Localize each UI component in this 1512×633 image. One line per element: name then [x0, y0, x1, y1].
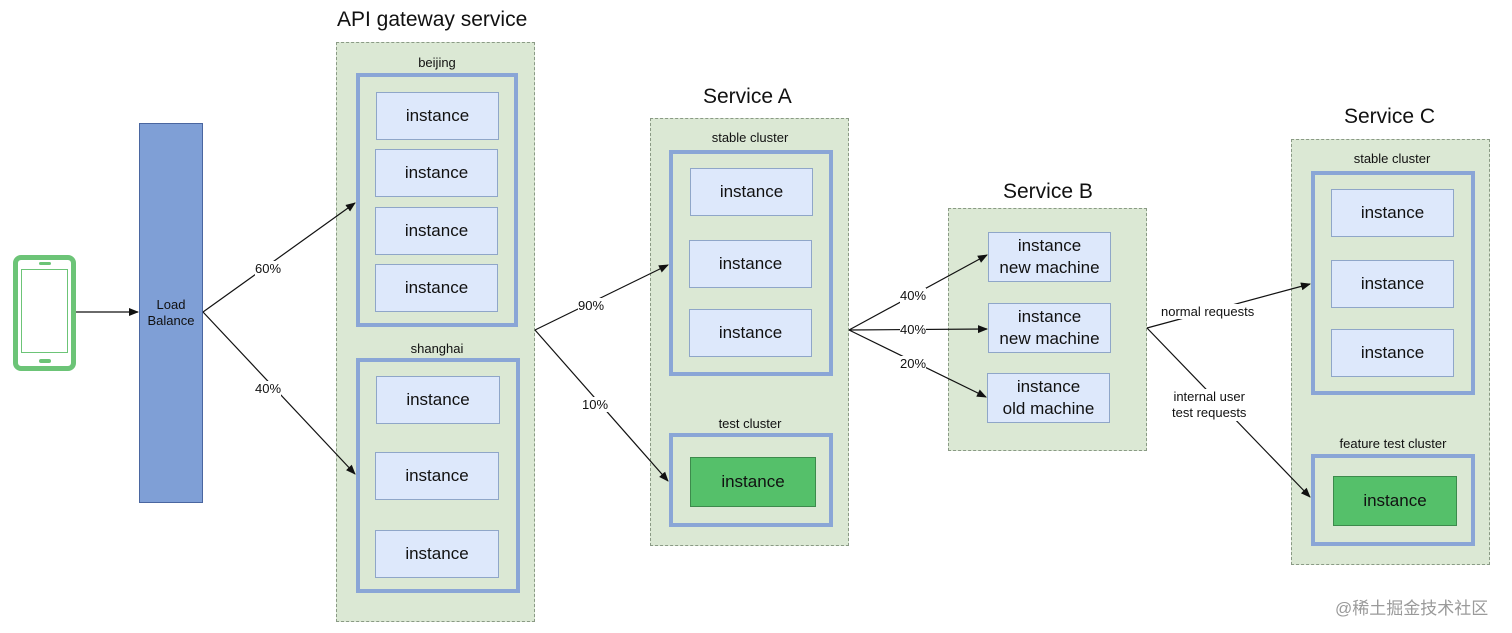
service-c-feature-cluster: [1311, 454, 1475, 546]
service-c-stable-cluster: [1311, 171, 1475, 395]
beijing-instance: instance: [375, 149, 498, 197]
gateway-title: API gateway service: [337, 8, 528, 31]
load-balancer-label-line1: Load: [156, 297, 186, 312]
service-b-instance-machine: new machine: [999, 329, 1100, 348]
load-balancer: Load Balance: [139, 123, 203, 503]
service-c-stable-instance: instance: [1331, 260, 1454, 308]
mobile-phone-icon: [13, 255, 76, 371]
arrow-gw-to-stable: [534, 264, 669, 331]
service-a-stable-cluster: [669, 150, 833, 376]
watermark: @稀土掘金技术社区: [1335, 599, 1489, 618]
service-a-stable-label: stable cluster: [711, 130, 789, 145]
edge-label-test-line1: internal user: [1173, 389, 1245, 404]
service-b-title: Service B: [1003, 180, 1093, 203]
service-b-instance: instance new machine: [988, 303, 1111, 353]
service-c-stable-label: stable cluster: [1353, 151, 1431, 166]
service-c-feature-instance: instance: [1333, 476, 1457, 526]
beijing-cluster-label: beijing: [418, 55, 456, 70]
load-balancer-label-line2: Balance: [147, 313, 195, 328]
service-b-instance: instance new machine: [988, 232, 1111, 282]
edge-label-b2: 40%: [900, 322, 927, 337]
edge-label-normal-requests: normal requests: [1161, 304, 1255, 319]
phone-home-button: [38, 359, 51, 363]
service-b-instance: instance old machine: [987, 373, 1110, 423]
edge-label-b1: 40%: [900, 288, 927, 303]
beijing-cluster: [356, 73, 518, 327]
service-a-stable-instance: instance: [689, 240, 812, 288]
edge-label-60: 60%: [255, 261, 282, 276]
service-a-test-cluster: [669, 433, 833, 527]
beijing-instance: instance: [375, 207, 498, 255]
service-c-stable-instance: instance: [1331, 189, 1454, 237]
shanghai-instance: instance: [375, 452, 499, 500]
beijing-instance: instance: [376, 92, 499, 140]
shanghai-cluster-label: shanghai: [410, 341, 464, 356]
service-a-stable-instance: instance: [689, 309, 812, 357]
edge-label-10: 10%: [582, 397, 609, 412]
shanghai-instance: instance: [376, 376, 500, 424]
service-a-test-instance: instance: [690, 457, 816, 507]
service-a-stable-instance: instance: [690, 168, 813, 216]
service-a-title: Service A: [703, 85, 792, 108]
phone-screen: [21, 269, 68, 353]
edge-label-test-line2: test requests: [1172, 405, 1247, 420]
edge-label-90: 90%: [578, 298, 605, 313]
service-b-instance-name: instance: [1016, 377, 1081, 396]
service-b-instance-machine: new machine: [999, 258, 1100, 277]
service-b-instance-name: instance: [1017, 307, 1082, 326]
shanghai-cluster: [356, 358, 520, 593]
service-a-test-label: test cluster: [718, 416, 782, 431]
shanghai-instance: instance: [375, 530, 499, 578]
edge-label-40: 40%: [255, 381, 282, 396]
service-c-stable-instance: instance: [1331, 329, 1454, 377]
service-c-title: Service C: [1344, 105, 1436, 128]
phone-speaker: [38, 262, 51, 265]
service-b-instance-name: instance: [1017, 236, 1082, 255]
service-b-instance-machine: old machine: [1002, 399, 1095, 418]
edge-label-test-requests: internal user test requests: [1172, 389, 1247, 421]
beijing-instance: instance: [375, 264, 498, 312]
edge-label-b3: 20%: [900, 356, 927, 371]
service-c-feature-label: feature test cluster: [1339, 436, 1447, 451]
arrow-lb-to-beijing: [202, 202, 356, 313]
